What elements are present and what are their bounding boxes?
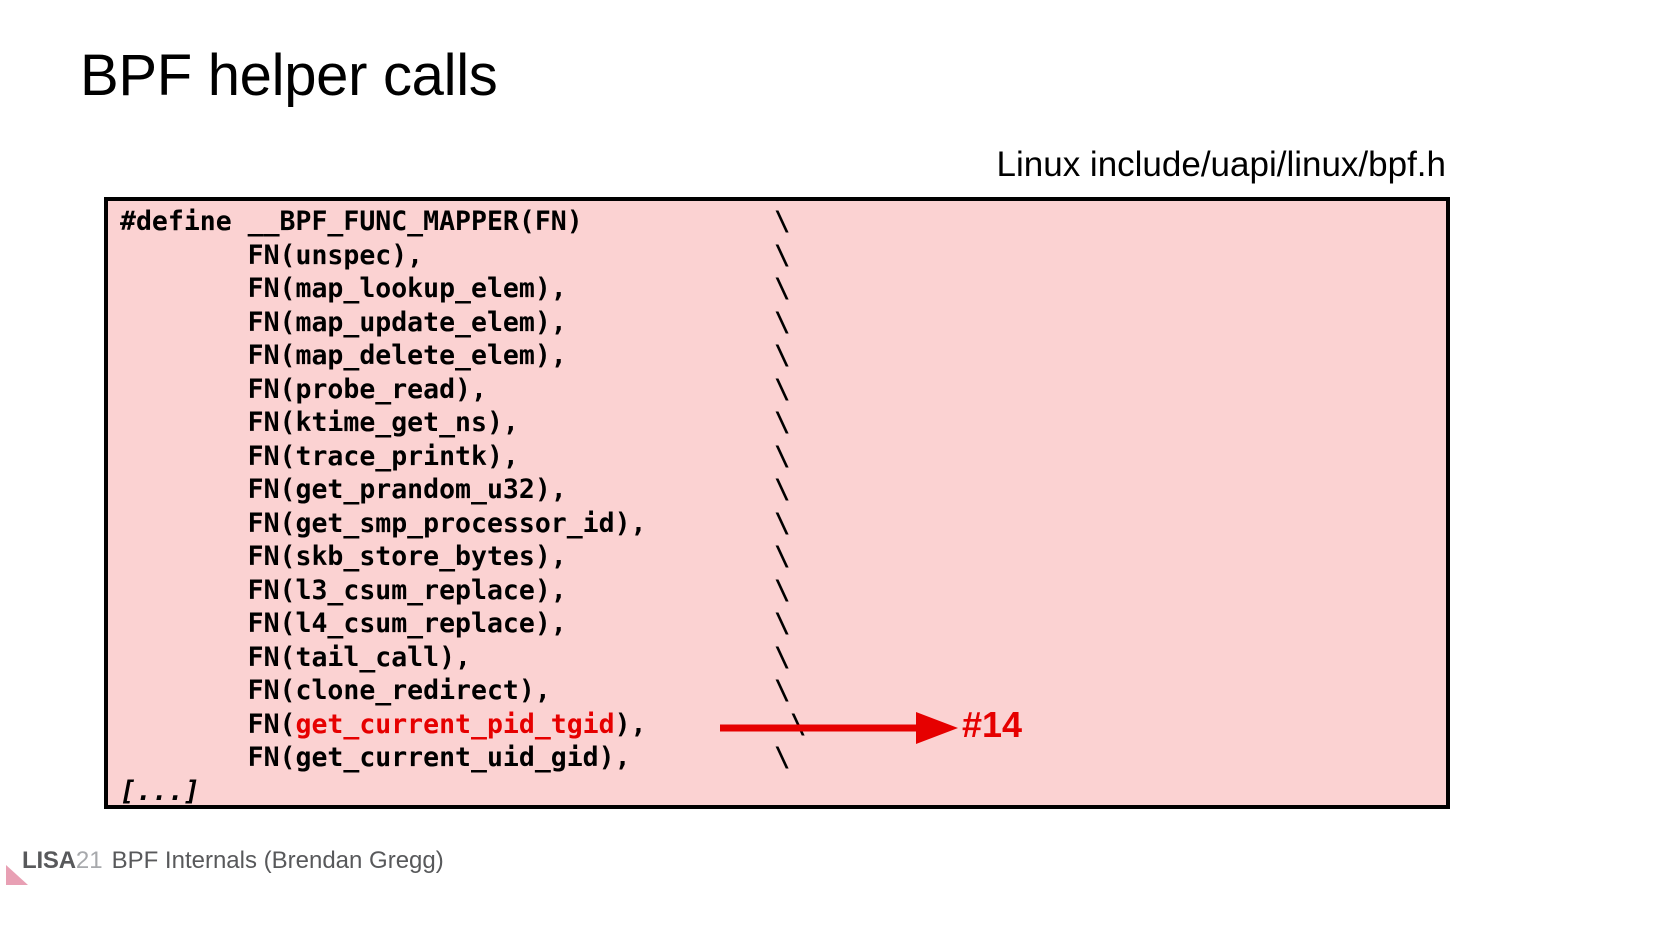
page-title: BPF helper calls: [80, 43, 498, 108]
code-line: #define __BPF_FUNC_MAPPER(FN) \: [120, 206, 791, 237]
code-line: FN(unspec), \: [120, 239, 791, 271]
code-token-highlight: get_current_pid_tgid: [295, 708, 615, 740]
code-token: FN(: [120, 708, 296, 740]
code-block: #define __BPF_FUNC_MAPPER(FN) \ FN(unspe…: [104, 197, 1450, 809]
logo-triangle-icon: [6, 865, 28, 885]
code-lines: #define __BPF_FUNC_MAPPER(FN) \ FN(unspe…: [120, 205, 806, 807]
code-token: ), \: [614, 708, 807, 740]
code-line: FN(map_delete_elem), \: [120, 340, 791, 371]
code-line: FN(ktime_get_ns), \: [120, 407, 791, 438]
code-line: FN(trace_printk), \: [120, 440, 791, 472]
footer-brand: LISA: [22, 847, 76, 874]
code-line: [...]: [120, 775, 200, 807]
code-line: FN(map_update_elem), \: [120, 306, 791, 338]
footer-subtitle: BPF Internals (Brendan Gregg): [111, 847, 444, 874]
code-line: FN(map_lookup_elem), \: [120, 273, 791, 304]
code-line: FN(get_current_pid_tgid), \: [120, 708, 806, 742]
callout-label: #14: [962, 704, 1023, 745]
footer: LISA 21 BPF Internals (Brendan Gregg): [22, 847, 444, 875]
code-line: FN(get_current_uid_gid), \: [120, 742, 791, 773]
code-line: FN(get_prandom_u32), \: [120, 474, 791, 505]
footer-year: 21: [75, 847, 103, 874]
code-line: FN(l3_csum_replace), \: [120, 574, 791, 606]
source-file-caption: Linux include/uapi/linux/bpf.h: [996, 145, 1446, 184]
code-line: FN(clone_redirect), \: [120, 675, 791, 706]
code-line: FN(tail_call), \: [120, 641, 791, 673]
code-line: FN(l4_csum_replace), \: [120, 608, 791, 639]
code-line: FN(skb_store_bytes), \: [120, 541, 791, 572]
code-line: FN(probe_read), \: [120, 373, 791, 405]
code-line: FN(get_smp_processor_id), \: [120, 507, 791, 539]
